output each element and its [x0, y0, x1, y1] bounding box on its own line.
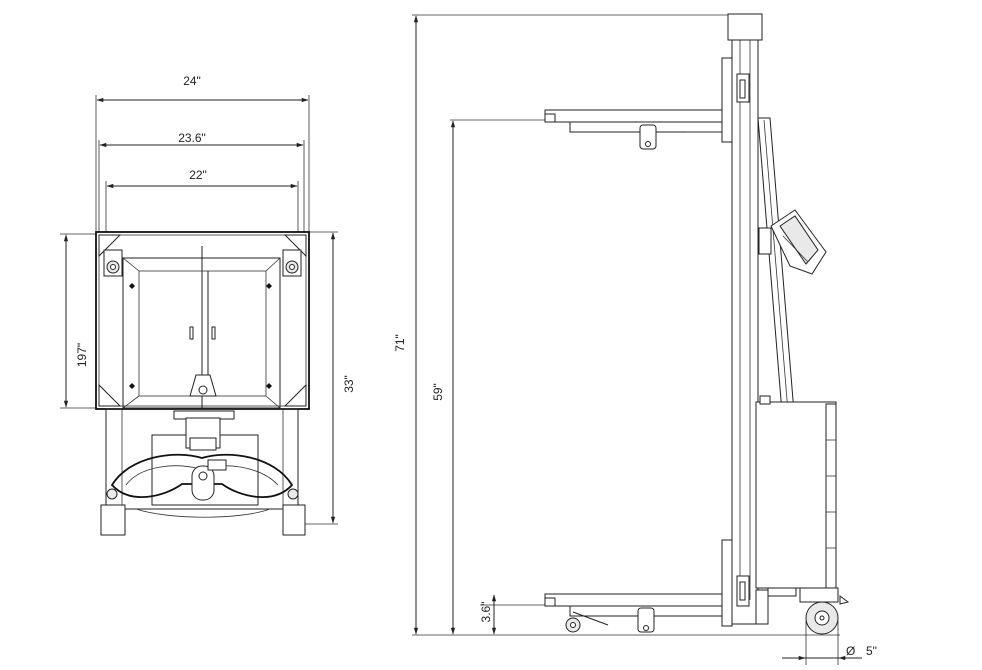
- tiller-handle: [110, 453, 294, 498]
- lowered-platform: [544, 539, 750, 633]
- mast: [731, 13, 759, 625]
- overall-width-label: 24": [183, 74, 201, 88]
- overall-length-label: 33": [342, 375, 356, 393]
- platform-width-label: 22": [189, 168, 207, 182]
- wheel-diameter-symbol: Ø: [846, 644, 855, 658]
- rear-caster: [799, 587, 850, 635]
- platform-depth-label: 197": [75, 343, 89, 367]
- caster-left: [100, 488, 126, 536]
- roller-left: [103, 249, 123, 277]
- top-view: 24" 23.6" 22" 197" 33": [60, 74, 356, 536]
- battery-box: [755, 395, 837, 589]
- side-view: 71" 59" 3.6": [393, 13, 877, 665]
- control-head: [758, 209, 827, 275]
- raised-platform: [544, 57, 750, 150]
- inner-width-label: 23.6": [178, 131, 206, 145]
- min-height-label: 3.6": [479, 602, 493, 623]
- roller-right: [282, 249, 302, 277]
- wheel-size-label: 5": [866, 644, 877, 658]
- overall-height-label: 71": [393, 334, 407, 352]
- caster-right: [282, 488, 306, 536]
- lift-height-label: 59": [431, 383, 445, 401]
